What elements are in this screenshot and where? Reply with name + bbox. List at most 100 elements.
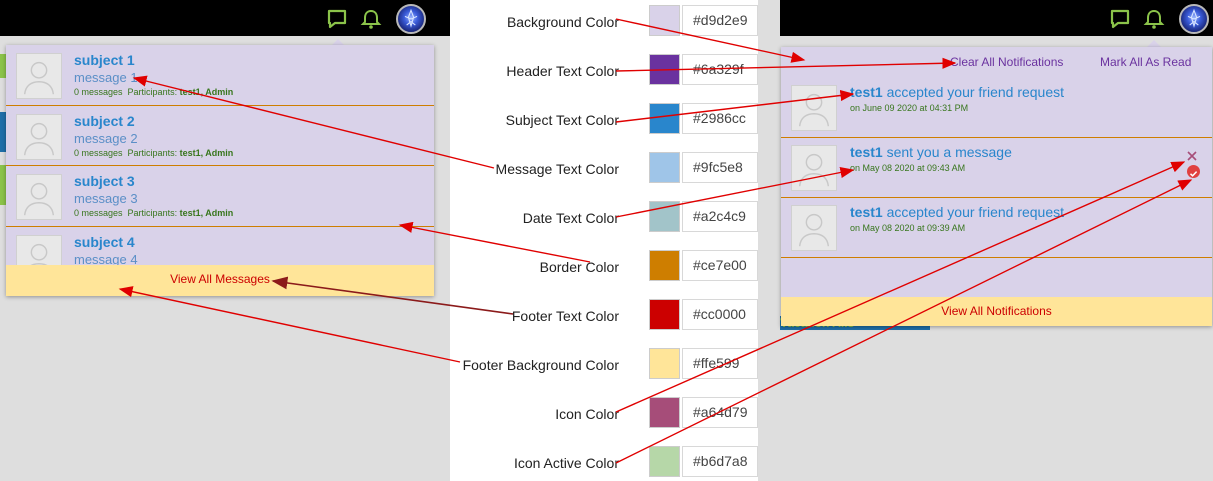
user-placeholder-icon [16,53,62,99]
notifications-panel: Vacation Alls Clear All Notifications Ma… [758,0,1213,481]
setting-row-subject-text-color: Subject Text Color #2986cc [450,100,758,149]
color-swatch[interactable] [649,152,680,183]
hex-input[interactable]: #9fc5e8 [682,152,758,183]
message-subject[interactable]: subject 4 [74,234,135,250]
user-placeholder-icon [791,145,837,191]
participants-label: Participants: [127,208,178,218]
setting-row-icon-color: Icon Color #a64d79 [450,394,758,443]
user-placeholder-icon [16,114,62,160]
color-swatch[interactable] [649,348,680,379]
dropdown-caret [1147,40,1161,47]
view-all-notifications-link[interactable]: View All Notifications [781,297,1212,326]
setting-row-border-color: Border Color #ce7e00 [450,247,758,296]
setting-row-background-color: Background Color #d9d2e9 [450,2,758,51]
notification-title[interactable]: test1 sent you a message [850,144,1012,160]
hex-input[interactable]: #cc0000 [682,299,758,330]
color-swatch[interactable] [649,446,680,477]
color-settings-panel: Background Color #d9d2e9 Header Text Col… [450,0,758,481]
hex-input[interactable]: #a2c4c9 [682,201,758,232]
chat-bubble-icon[interactable] [326,8,348,30]
message-preview: message 3 [74,191,138,206]
view-all-messages-link[interactable]: View All Messages [6,265,434,296]
notifications-dropdown: Clear All Notifications Mark All As Read… [781,47,1212,326]
setting-row-icon-active-color: Icon Active Color #b6d7a8 [450,443,758,481]
setting-label: Icon Active Color [513,455,619,471]
notification-title[interactable]: test1 accepted your friend request [850,204,1064,220]
chat-bubble-icon[interactable] [1109,8,1131,30]
message-count: 0 messages [74,87,123,97]
notification-text: accepted your friend request [886,204,1065,220]
list-item[interactable]: subject 1 message 1 0 messages Participa… [6,45,434,106]
message-subject[interactable]: subject 3 [74,173,135,189]
setting-row-header-text-color: Header Text Color #6a329f [450,51,758,100]
setting-row-footer-text-color: Footer Text Color #cc0000 [450,296,758,345]
messages-panel: subject 1 message 1 0 messages Participa… [0,0,450,481]
user-placeholder-icon [791,85,837,131]
hex-input[interactable]: #2986cc [682,103,758,134]
message-preview: message 1 [74,70,138,85]
participants: test1, Admin [179,208,234,218]
color-swatch[interactable] [649,5,680,36]
hex-input[interactable]: #d9d2e9 [682,5,758,36]
messages-dropdown: subject 1 message 1 0 messages Participa… [6,45,434,296]
color-swatch[interactable] [649,397,680,428]
list-item[interactable]: test1 accepted your friend request on Ma… [781,198,1212,258]
background-strip [0,165,6,205]
notification-text: accepted your friend request [886,84,1065,100]
top-navbar [780,0,1213,36]
close-icon[interactable] [1185,149,1199,163]
hex-input[interactable]: #ffe599 [682,348,758,379]
color-swatch[interactable] [649,103,680,134]
color-swatch[interactable] [649,54,680,85]
hex-input[interactable]: #ce7e00 [682,250,758,281]
avatar[interactable] [1179,4,1209,34]
hex-input[interactable]: #6a329f [682,54,758,85]
notification-date: on May 08 2020 at 09:43 AM [850,163,966,173]
list-item[interactable]: subject 3 message 3 0 messages Participa… [6,166,434,227]
setting-row-message-text-color: Message Text Color #9fc5e8 [450,149,758,198]
hex-input[interactable]: #b6d7a8 [682,446,758,477]
color-swatch[interactable] [649,201,680,232]
setting-row-date-text-color: Date Text Color #a2c4c9 [450,198,758,247]
color-swatch[interactable] [649,250,680,281]
message-subject[interactable]: subject 1 [74,52,135,68]
setting-label: Footer Text Color [511,308,619,324]
background-strip [0,112,6,152]
list-item[interactable]: test1 sent you a message on May 08 2020 … [781,138,1212,198]
message-preview: message 4 [74,252,138,267]
check-circle-icon[interactable] [1187,165,1200,178]
notification-user: test1 [850,204,883,220]
hex-input[interactable]: #a64d79 [682,397,758,428]
clear-all-notifications-link[interactable]: Clear All Notifications [950,55,1064,69]
message-meta: 0 messages Participants: test1, Admin [74,208,233,218]
message-meta: 0 messages Participants: test1, Admin [74,87,233,97]
notification-user: test1 [850,144,883,160]
notification-title[interactable]: test1 accepted your friend request [850,84,1064,100]
list-item[interactable]: subject 2 message 2 0 messages Participa… [6,106,434,166]
bell-icon[interactable] [360,8,382,30]
setting-label: Message Text Color [495,161,619,177]
participants-label: Participants: [127,148,178,158]
avatar[interactable] [396,4,426,34]
setting-row-footer-background-color: Footer Background Color #ffe599 [450,345,758,394]
mark-all-read-link[interactable]: Mark All As Read [1100,55,1192,69]
message-count: 0 messages [74,148,123,158]
user-placeholder-icon [791,205,837,251]
notification-text: sent you a message [886,144,1012,160]
notification-user: test1 [850,84,883,100]
participants: test1, Admin [179,148,234,158]
notification-date: on May 08 2020 at 09:39 AM [850,223,966,233]
top-navbar [0,0,450,36]
notification-date: on June 09 2020 at 04:31 PM [850,103,969,113]
message-subject[interactable]: subject 2 [74,113,135,129]
message-meta: 0 messages Participants: test1, Admin [74,148,233,158]
message-preview: message 2 [74,131,138,146]
setting-label: Icon Color [555,406,619,422]
list-item[interactable]: test1 accepted your friend request on Ju… [781,78,1212,138]
participants: test1, Admin [179,87,234,97]
color-swatch[interactable] [649,299,680,330]
user-placeholder-icon [16,174,62,220]
setting-label: Background Color [506,14,619,30]
bell-icon[interactable] [1143,8,1165,30]
participants-label: Participants: [127,87,178,97]
